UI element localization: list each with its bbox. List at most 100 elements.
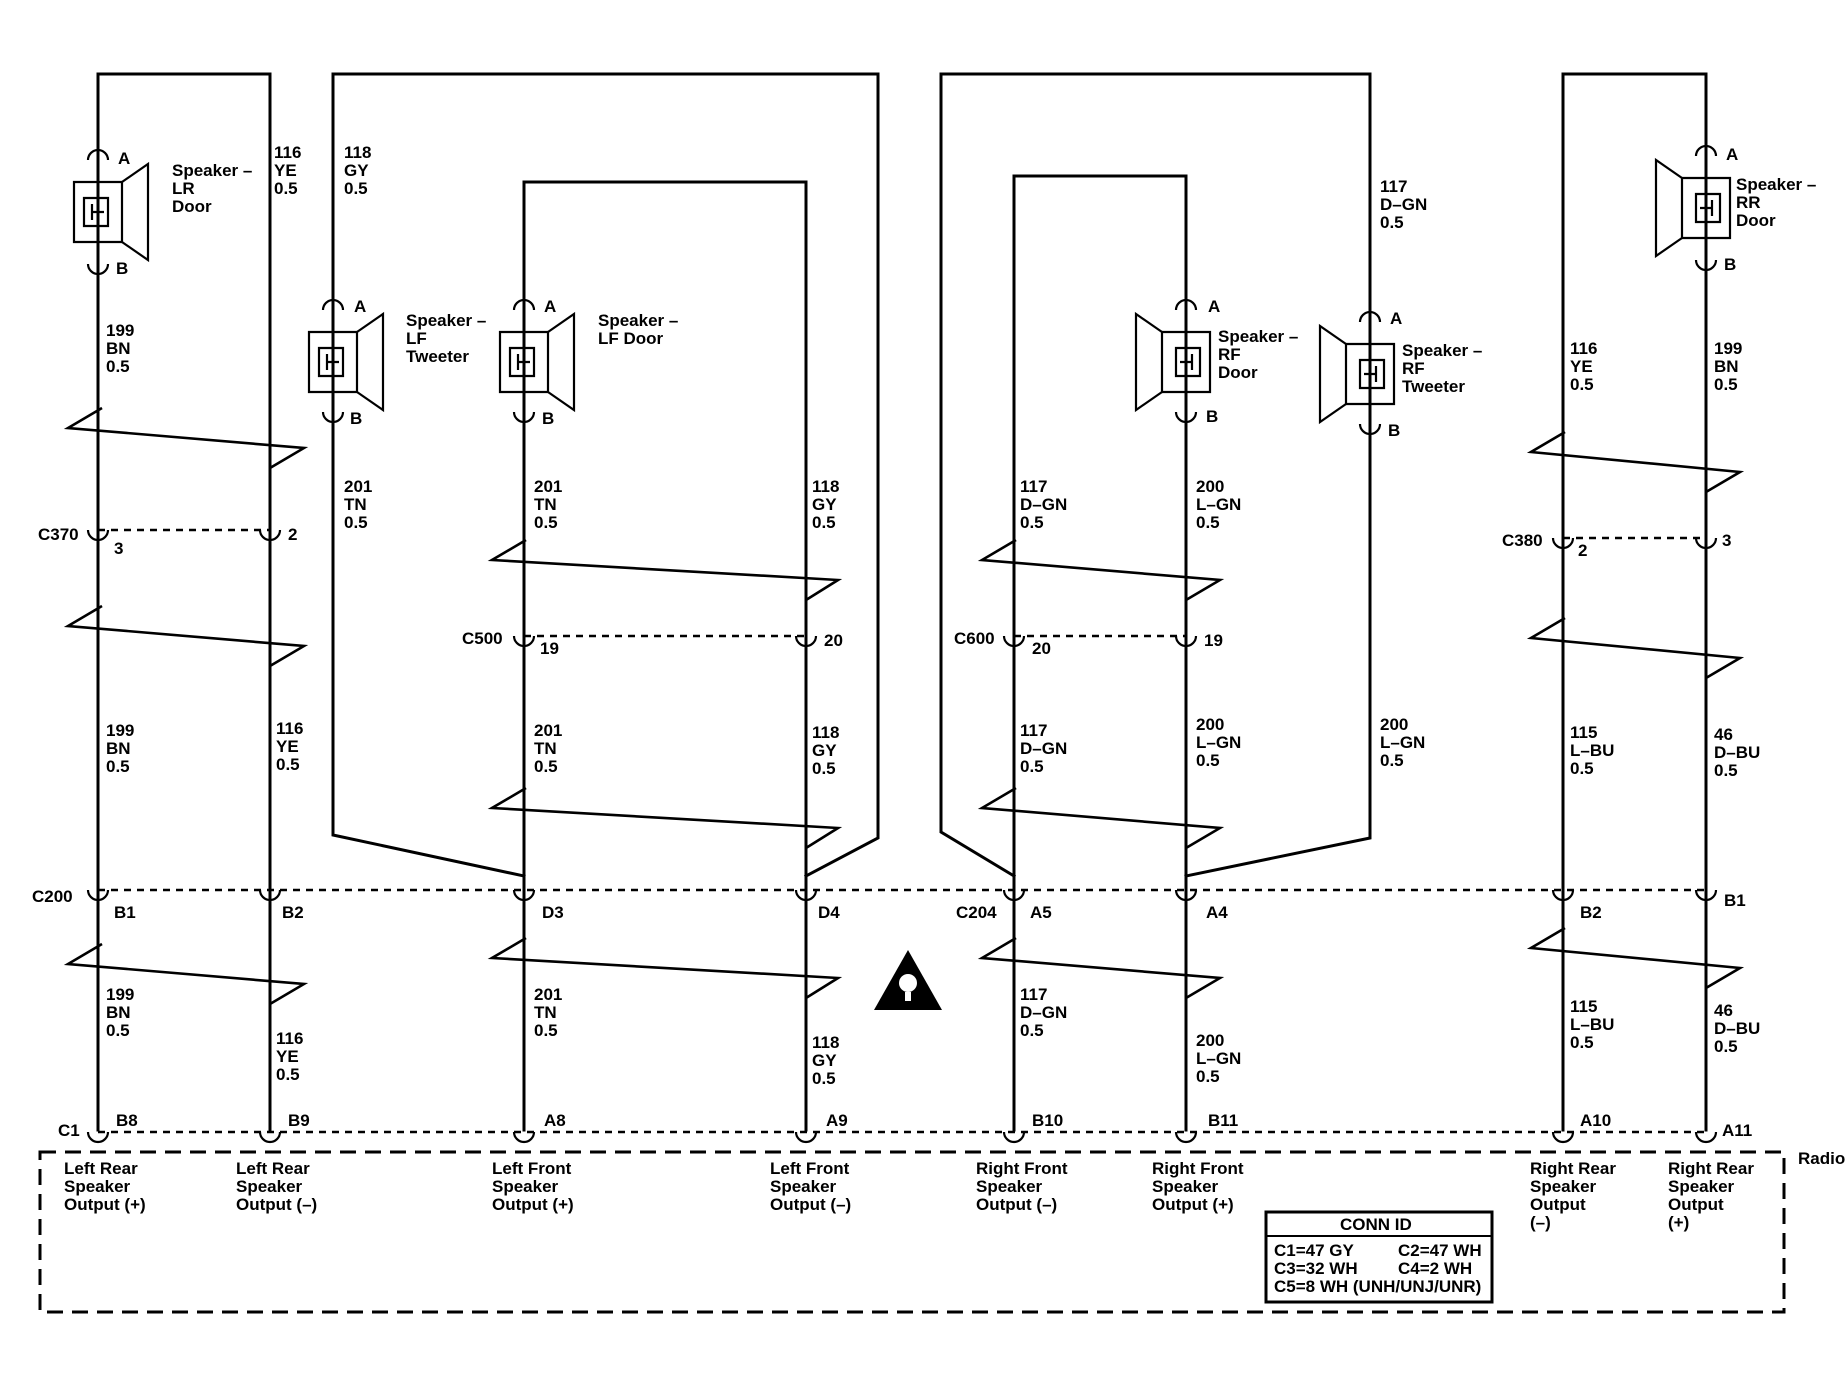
svg-text:116: 116 <box>276 1029 303 1048</box>
svg-text:Output (–): Output (–) <box>236 1195 317 1214</box>
speaker-lf-door: A B Speaker – LF Door <box>498 297 678 428</box>
svg-text:201: 201 <box>534 721 562 740</box>
pin-b-label: B <box>1206 407 1218 426</box>
svg-text:116: 116 <box>1570 339 1597 358</box>
svg-text:Left Front: Left Front <box>770 1159 850 1178</box>
svg-text:0.5: 0.5 <box>106 1021 130 1040</box>
pin-a-label: A <box>118 149 130 168</box>
connector-pin: 2 <box>288 525 297 544</box>
svg-text:(–): (–) <box>1530 1213 1551 1232</box>
svg-text:L–GN: L–GN <box>1380 733 1425 752</box>
connector-c500: C500 <box>462 629 503 648</box>
svg-text:199: 199 <box>106 721 134 740</box>
connector-pin: B2 <box>1580 903 1602 922</box>
caution-warning-icon <box>874 950 942 1010</box>
svg-text:L–BU: L–BU <box>1570 741 1614 760</box>
pin-b-label: B <box>116 259 128 278</box>
connector-pin: B11 <box>1208 1111 1238 1130</box>
svg-text:199: 199 <box>1714 339 1742 358</box>
twist-marks <box>63 406 1745 1006</box>
svg-text:Speaker: Speaker <box>770 1177 837 1196</box>
svg-text:GY: GY <box>812 741 837 760</box>
speaker-name: Speaker – <box>598 311 678 330</box>
svg-text:117: 117 <box>1380 177 1407 196</box>
svg-text:Speaker: Speaker <box>976 1177 1043 1196</box>
speaker-name: Speaker – <box>1736 175 1816 194</box>
conn-id-table: CONN ID C1=47 GY C2=47 WH C3=32 WH C4=2 … <box>1264 1210 1494 1304</box>
svg-text:0.5: 0.5 <box>1380 213 1404 232</box>
svg-text:D–GN: D–GN <box>1380 195 1427 214</box>
speaker-sub2: Door <box>172 197 212 216</box>
svg-text:199: 199 <box>106 985 134 1004</box>
svg-text:(+): (+) <box>1668 1213 1689 1232</box>
svg-text:118: 118 <box>344 143 371 162</box>
pin-a-label: A <box>1390 309 1402 328</box>
svg-text:0.5: 0.5 <box>812 1069 836 1088</box>
speaker-name: Speaker – <box>172 161 252 180</box>
svg-text:201: 201 <box>534 985 562 1004</box>
wire-runs <box>96 72 1708 1132</box>
svg-text:Left Rear: Left Rear <box>64 1159 138 1178</box>
svg-text:L–GN: L–GN <box>1196 733 1241 752</box>
svg-text:0.5: 0.5 <box>1570 375 1594 394</box>
svg-text:0.5: 0.5 <box>106 757 130 776</box>
connector-pin: A9 <box>826 1111 848 1130</box>
svg-text:0.5: 0.5 <box>1196 751 1220 770</box>
connector-pin: 20 <box>1032 639 1051 658</box>
svg-text:0.5: 0.5 <box>276 1065 300 1084</box>
svg-text:0.5: 0.5 <box>1570 1033 1594 1052</box>
svg-text:YE: YE <box>274 161 297 180</box>
svg-text:Speaker: Speaker <box>1152 1177 1219 1196</box>
svg-text:Speaker: Speaker <box>1530 1177 1597 1196</box>
wire-label-w20: 46D–BU0.5 <box>1714 725 1760 780</box>
speaker-sub2: Tweeter <box>406 347 469 366</box>
speaker-lf-tweeter: A B Speaker – LF Tweeter <box>307 297 486 428</box>
svg-text:GY: GY <box>344 161 369 180</box>
connector-pin: 3 <box>114 539 123 558</box>
pin-a-label: A <box>1726 145 1738 164</box>
svg-text:Left Front: Left Front <box>492 1159 572 1178</box>
speaker-sub2: Door <box>1218 363 1258 382</box>
connector-pin: B8 <box>116 1111 138 1130</box>
svg-text:BN: BN <box>106 739 131 758</box>
svg-text:D–GN: D–GN <box>1020 739 1067 758</box>
svg-text:Output: Output <box>1530 1195 1586 1214</box>
svg-text:118: 118 <box>812 477 839 496</box>
svg-text:TN: TN <box>534 739 557 758</box>
svg-text:D–BU: D–BU <box>1714 743 1760 762</box>
svg-text:Output (+): Output (+) <box>64 1195 146 1214</box>
connector-pin: B1 <box>1724 891 1746 910</box>
wire-label-w28: 46D–BU0.5 <box>1714 1001 1760 1056</box>
svg-text:D–GN: D–GN <box>1020 1003 1067 1022</box>
svg-text:Output (+): Output (+) <box>1152 1195 1234 1214</box>
svg-text:0.5: 0.5 <box>1020 757 1044 776</box>
speaker-name: Speaker – <box>1218 327 1298 346</box>
conn-id-row: C4=2 WH <box>1398 1259 1472 1278</box>
svg-text:Speaker: Speaker <box>64 1177 131 1196</box>
svg-text:0.5: 0.5 <box>534 513 558 532</box>
svg-text:L–GN: L–GN <box>1196 495 1241 514</box>
connector-pin: 2 <box>1578 541 1587 560</box>
speaker-lr-door: A B Speaker – LR Door <box>72 148 252 278</box>
svg-text:0.5: 0.5 <box>534 757 558 776</box>
svg-text:Right Front: Right Front <box>976 1159 1068 1178</box>
svg-text:116: 116 <box>274 143 301 162</box>
svg-text:0.5: 0.5 <box>344 513 368 532</box>
connector-c380: C380 <box>1502 531 1543 550</box>
svg-text:D–GN: D–GN <box>1020 495 1067 514</box>
